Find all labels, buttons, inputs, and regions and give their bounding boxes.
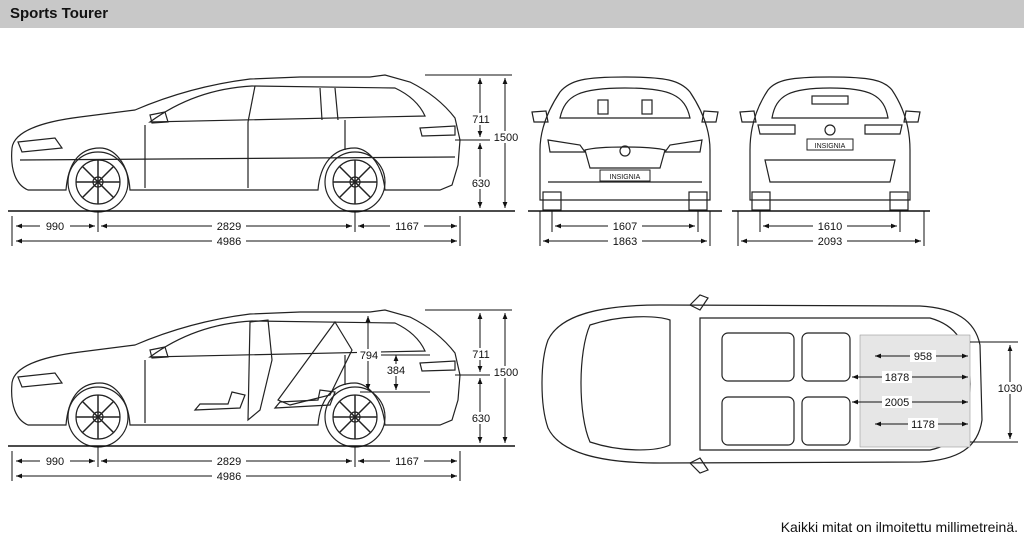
dim-opening-height: 794 [360,350,378,362]
dim-rear-width: 2093 [818,236,842,248]
dim-wheelbase: 2829 [217,221,241,233]
dim-open-length: 4986 [217,471,241,483]
side-view-open-dim-labels: 990 2829 1167 4986 711 630 1500 794 384 [40,348,519,483]
dim-open-rear-overhang: 1167 [395,456,419,468]
dim-open-front-overhang: 990 [46,456,64,468]
front-plate: INSIGNIA [599,169,651,182]
side-view-open-dimensions [11,309,512,481]
dim-upper-height: 711 [472,114,490,126]
dim-load-floor-folded: 1878 [885,372,909,384]
dim-rear-track: 1610 [818,221,842,233]
dim-open-lower-height: 630 [472,413,490,425]
svg-text:INSIGNIA: INSIGNIA [815,143,846,150]
dim-open-height: 1500 [494,367,518,379]
dim-load-sill: 384 [387,365,405,377]
side-view-open-spokes [76,395,377,439]
dim-rear-overhang: 1167 [395,221,419,233]
rear-plate: INSIGNIA [806,138,854,151]
front-view-car [531,76,719,211]
footnote: Kaikki mitat on ilmoitettu millimetreinä… [780,519,1018,535]
dim-open-wheelbase: 2829 [217,456,241,468]
dim-front-width: 1863 [613,236,637,248]
rear-view-dim-labels: 1610 2093 [813,220,847,248]
front-view-dim-labels: 1607 1863 [608,220,642,248]
title-bar: Sports Tourer [0,0,1024,28]
dim-front-overhang: 990 [46,221,64,233]
dim-height: 1500 [494,132,518,144]
page-title: Sports Tourer [10,5,109,22]
rear-view-car [739,76,921,211]
dim-load-width: 1178 [911,419,935,431]
side-view-open-car [11,309,461,448]
dim-width-between-arches: 1030 [998,383,1022,395]
side-view-dim-labels: 990 2829 1167 4986 711 630 1500 [40,113,519,248]
dim-load-floor-max: 2005 [885,397,909,409]
dim-lower-height: 630 [472,178,490,190]
top-view-dim-labels: 958 1878 2005 1178 1030 [882,350,1024,431]
side-view-spokes [76,160,377,204]
svg-text:INSIGNIA: INSIGNIA [610,174,641,181]
side-view-dimensions [11,74,512,246]
dim-front-track: 1607 [613,221,637,233]
dim-open-upper-height: 711 [472,349,490,361]
dim-load-floor-short: 958 [914,351,932,363]
dim-length: 4986 [217,236,241,248]
side-view-car [11,74,461,213]
